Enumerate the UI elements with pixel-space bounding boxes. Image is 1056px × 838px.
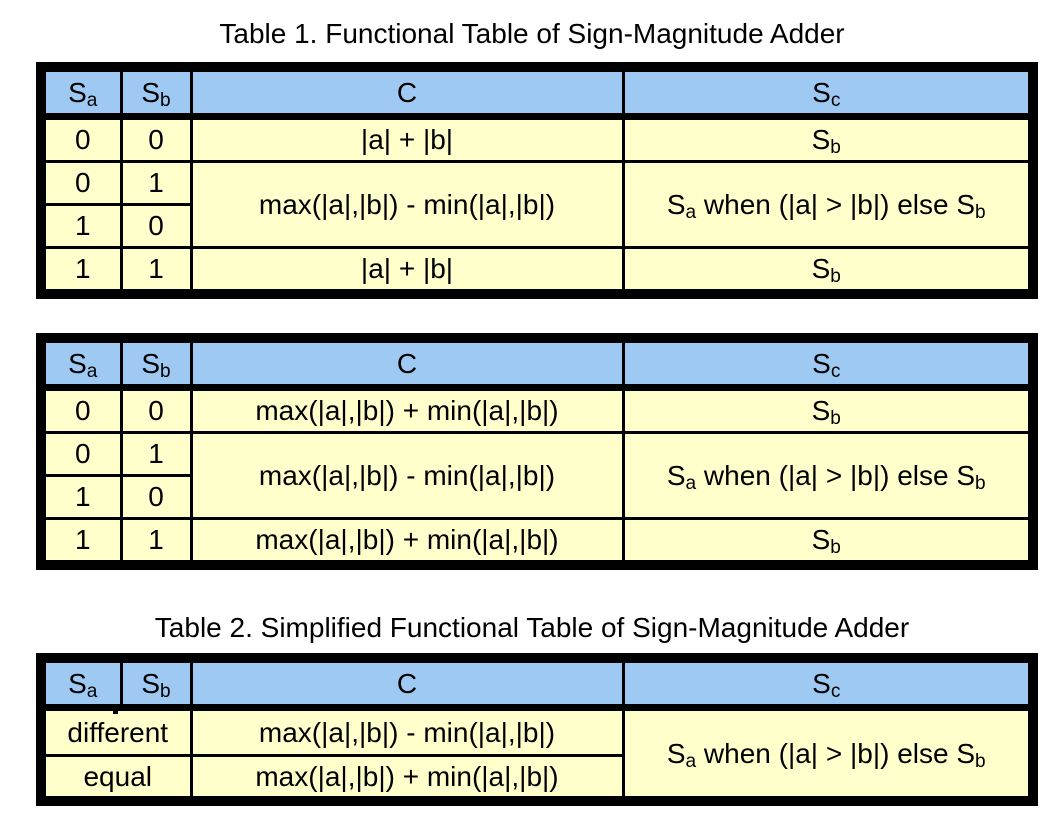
col-header-c: C (189, 65, 625, 120)
table-row: 1 1 |a| + |b| Sb (39, 246, 1035, 296)
table-row: equal max(|a|,|b|) + min(|a|,|b|) (39, 754, 1033, 803)
cell-formula-c: |a| + |b| (189, 115, 625, 163)
table-row: 0 0 max(|a|,|b|) + min(|a|,|b|) Sb (39, 386, 1035, 434)
table2-caption: Table 2. Simplified Functional Table of … (154, 612, 910, 643)
cell-formula-c: |a| + |b| (189, 246, 625, 296)
cell-sb: 0 (119, 203, 193, 249)
cell-sa: 0 (39, 115, 123, 163)
cell-sign-sc-merged: Sa when (|a| > |b|) else Sb (621, 160, 1035, 249)
table-row: 1 1 max(|a|,|b|) + min(|a|,|b|) Sb (39, 517, 1035, 567)
functional-table-1: Sa Sb C Sc 0 0 |a| + |b| Sb 0 1 max(|a|,… (36, 62, 1038, 299)
cell-formula-c-merged: max(|a|,|b|) - min(|a|,|b|) (189, 431, 625, 520)
cell-signs-label: different (39, 706, 193, 757)
col-header-sa: Sa (39, 656, 123, 711)
col-header-sb: Sb (119, 65, 193, 120)
col-header-sa: Sa (39, 65, 123, 120)
cell-sb: 0 (119, 115, 193, 163)
functional-table-2: Sa Sb C Sc 0 0 max(|a|,|b|) + min(|a|,|b… (36, 333, 1038, 570)
cell-signs-label: equal (39, 754, 193, 803)
cell-sb: 1 (119, 160, 193, 206)
table-row: 1 0 (39, 203, 1033, 249)
cell-sb: 0 (119, 386, 193, 434)
col-header-sc: Sc (621, 65, 1035, 120)
cell-sign-sc: Sb (621, 517, 1035, 567)
cell-sign-sc-merged: Sa when (|a| > |b|) else Sb (621, 431, 1035, 520)
header-row: Sa Sb C Sc (39, 336, 1035, 391)
cell-sa: 1 (39, 474, 123, 520)
cell-sb: 1 (119, 246, 193, 296)
header-row: Sa Sb C Sc (39, 656, 1035, 711)
col-header-sc: Sc (621, 336, 1035, 391)
cell-sa: 0 (39, 431, 123, 477)
cell-formula-c: max(|a|,|b|) + min(|a|,|b|) (189, 517, 625, 567)
table-row: 1 0 (39, 474, 1033, 520)
cell-sign-sc: Sb (621, 115, 1035, 163)
col-header-sb: Sb (119, 336, 193, 391)
cell-formula-c: max(|a|,|b|) + min(|a|,|b|) (189, 386, 625, 434)
col-header-sc: Sc (621, 656, 1035, 711)
cell-sign-sc-merged: Sa when (|a| > |b|) else Sb (621, 706, 1035, 803)
cell-sign-sc: Sb (621, 386, 1035, 434)
table-row: different max(|a|,|b|) - min(|a|,|b|) Sa… (39, 706, 1035, 803)
header-row: Sa Sb C Sc (39, 65, 1035, 120)
col-header-c: C (189, 656, 625, 711)
cell-sa: 0 (39, 386, 123, 434)
cell-sign-sc: Sb (621, 246, 1035, 296)
col-header-sb: Sb (119, 656, 193, 711)
table-row: 0 1 max(|a|,|b|) - min(|a|,|b|) Sa when … (39, 431, 1035, 520)
col-header-sa: Sa (39, 336, 123, 391)
table-row: 0 1 max(|a|,|b|) - min(|a|,|b|) Sa when … (39, 160, 1035, 249)
header-divider-tick (113, 704, 118, 714)
cell-sb: 1 (119, 431, 193, 477)
table1-caption: Table 1. Functional Table of Sign-Magnit… (219, 18, 845, 49)
cell-sa: 1 (39, 203, 123, 249)
cell-sa: 1 (39, 517, 123, 567)
cell-formula-c: max(|a|,|b|) + min(|a|,|b|) (189, 754, 625, 803)
cell-sa: 0 (39, 160, 123, 206)
cell-formula-c-merged: max(|a|,|b|) - min(|a|,|b|) (189, 160, 625, 249)
cell-sa: 1 (39, 246, 123, 296)
cell-sb: 1 (119, 517, 193, 567)
simplified-functional-table: Sa Sb C Sc different max(|a|,|b|) - min(… (36, 653, 1038, 806)
cell-formula-c: max(|a|,|b|) - min(|a|,|b|) (189, 706, 625, 757)
col-header-c: C (189, 336, 625, 391)
table-row: 0 0 |a| + |b| Sb (39, 115, 1035, 163)
cell-sb: 0 (119, 474, 193, 520)
